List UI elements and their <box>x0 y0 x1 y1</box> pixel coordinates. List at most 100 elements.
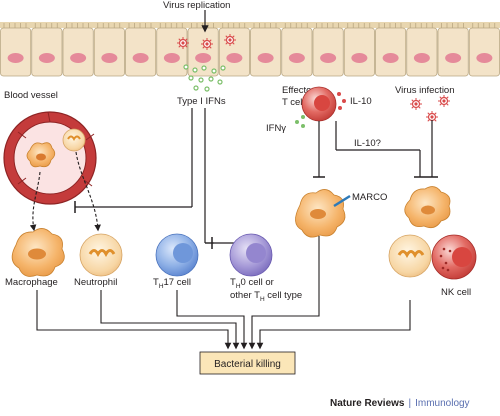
right-cluster-to-killing-arrow <box>256 300 411 350</box>
epithelial-cell-nucleus <box>101 53 118 63</box>
right-neutrophil <box>388 234 432 278</box>
footer-separator: | <box>408 398 411 409</box>
epithelial-cell-nucleus <box>226 53 243 63</box>
th0-label-main: T <box>230 277 236 288</box>
nk-granule <box>439 254 443 258</box>
convergence-arrows <box>36 236 411 350</box>
macrophage-cell: Macrophage <box>5 228 65 288</box>
neutrophil-to-killing-arrow <box>100 290 240 350</box>
virus-core <box>181 41 185 45</box>
macrophage-nucleus <box>28 248 46 260</box>
right-neutrophil-nucleus <box>397 250 425 259</box>
macrophage-to-killing-arrow <box>36 290 232 350</box>
virus-particle-group-top <box>177 34 236 50</box>
virus-particle <box>201 38 213 50</box>
epithelial-cell-nucleus <box>382 53 399 63</box>
ifn-dot <box>193 85 199 91</box>
th17-label: TH17 cell <box>153 277 191 290</box>
epithelial-cell <box>250 27 282 77</box>
il10-label: IL-10 <box>350 96 372 107</box>
blood-vessel-label: Blood vessel <box>4 90 58 101</box>
marco-to-killing-arrow <box>248 236 320 350</box>
ifn-dot <box>201 65 207 71</box>
epithelial-cell <box>156 27 188 77</box>
macrophage-label: Macrophage <box>5 277 58 288</box>
neutrophil-nucleus <box>88 249 116 258</box>
epithelium-layer <box>0 22 500 77</box>
epithelial-cell <box>93 27 125 77</box>
effector-label-line1: Effector <box>282 85 315 96</box>
footer-brand: Nature Reviews <box>330 398 405 409</box>
marco-macrophage-nucleus <box>310 209 326 219</box>
epithelial-cell-nucleus <box>288 53 305 63</box>
type-i-ifn-dots <box>183 64 226 92</box>
th0-label-sub: H <box>236 283 241 290</box>
virus-particle <box>177 37 189 49</box>
marco-macrophage: MARCO <box>295 189 387 238</box>
epithelial-cell-nucleus <box>413 53 430 63</box>
virus-infection-group: Virus infection <box>395 85 455 123</box>
epithelial-cell-nucleus <box>163 53 180 63</box>
ifn-dot <box>220 65 226 71</box>
epithelial-cell <box>125 27 157 77</box>
epithelial-cell-nucleus <box>38 53 55 63</box>
ifn-dot <box>204 86 210 92</box>
nk-granule <box>448 249 452 253</box>
th17-label-main: T <box>153 277 159 288</box>
nk-cell-nucleus <box>452 247 472 267</box>
th17-cell: TH17 cell <box>153 233 199 290</box>
ifn-gamma-dot <box>301 115 305 119</box>
ifn-dot <box>208 76 214 82</box>
ifn-dot <box>217 79 223 85</box>
bacterial-killing-label: Bacterial killing <box>214 359 281 370</box>
epithelial-cell <box>468 27 500 77</box>
epithelial-cell <box>0 27 32 77</box>
ifn-gamma-dot <box>301 124 305 128</box>
il10-question-label: IL-10? <box>354 138 381 149</box>
neutrophil-body <box>79 233 123 277</box>
th17-label-rest: 17 cell <box>164 277 191 288</box>
th17-label-sub: H <box>159 283 164 290</box>
footer-text: Nature Reviews|Immunology <box>330 398 470 409</box>
virus-core <box>430 115 434 119</box>
nk-granule <box>441 266 445 270</box>
nk-cell-label: NK cell <box>441 287 471 298</box>
vessel-segment-line <box>83 179 93 187</box>
bacterial-killing-rect <box>199 351 296 375</box>
virus-core <box>414 102 418 106</box>
epithelial-cell-nucleus <box>132 53 149 63</box>
epithelial-cell-nucleus <box>320 53 337 63</box>
blood-vessel: Blood vessel <box>3 90 97 205</box>
marco-label: MARCO <box>352 192 387 203</box>
effector-t-cell: Effector T cell IL-10 IFNγ <box>266 85 372 134</box>
epithelial-cell-nucleus <box>476 53 493 63</box>
virus-core <box>442 99 446 103</box>
ifn-gamma-dot <box>295 120 299 124</box>
il10-dot <box>342 99 346 103</box>
vessel-monocyte-nucleus <box>36 153 46 161</box>
th0-cell-nucleus <box>246 243 266 263</box>
epithelial-cell <box>375 27 407 77</box>
virus-particle <box>224 34 236 46</box>
marco-receptor <box>333 194 351 208</box>
il10-dot <box>337 92 341 96</box>
th0-label-line1: TH0 cell or <box>230 277 274 290</box>
epithelial-cell <box>406 27 438 77</box>
effector-t-cell-nucleus <box>314 95 330 111</box>
epithelial-cell-nucleus <box>195 53 212 63</box>
neutrophil-cell: Neutrophil <box>74 233 123 288</box>
virus-particle <box>438 95 450 107</box>
virus-replication-label: Virus replication <box>163 0 230 11</box>
epithelial-cell <box>31 27 63 77</box>
th0-cell: TH0 cell or other TH cell type <box>229 233 302 303</box>
neutrophil-label: Neutrophil <box>74 277 117 288</box>
virus-particle-group-right <box>410 95 450 123</box>
epithelial-cell-nucleus <box>351 53 368 63</box>
bacterial-killing-box: Bacterial killing <box>199 351 296 375</box>
vessel-neutrophil-nucleus <box>67 135 81 141</box>
ifn-dot <box>188 75 194 81</box>
ifn-dot <box>198 77 204 83</box>
ifn-dot <box>192 67 198 73</box>
